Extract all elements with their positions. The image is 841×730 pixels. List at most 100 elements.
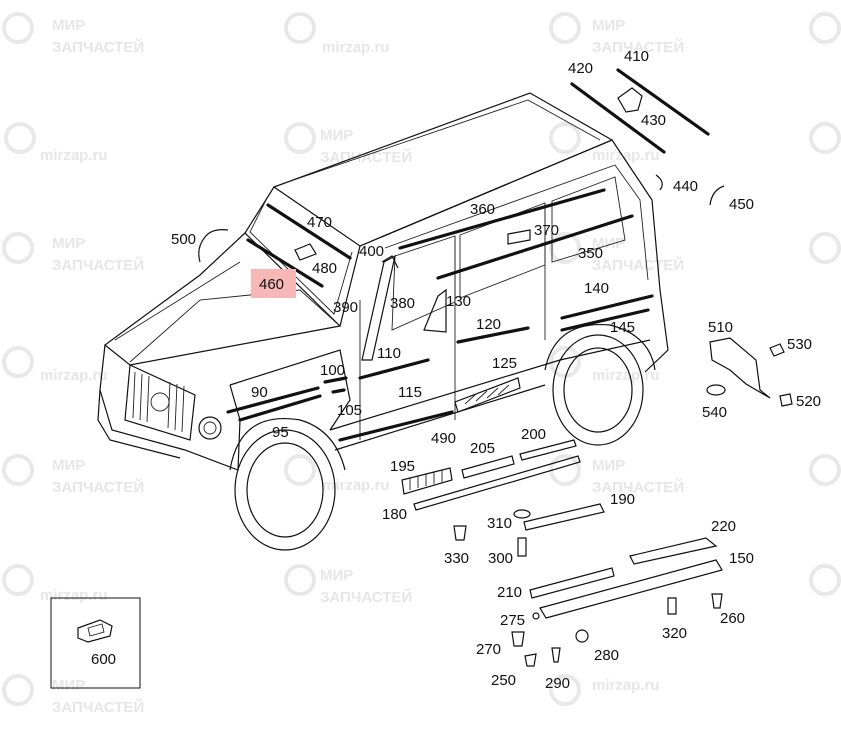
label-500[interactable]: 500 xyxy=(171,231,196,248)
part-130-cover[interactable] xyxy=(423,288,447,333)
label-145[interactable]: 145 xyxy=(610,319,635,336)
part-205-cap[interactable] xyxy=(461,455,515,479)
watermark-logo-10: mirzap.ru xyxy=(549,346,660,384)
part-100-strip[interactable] xyxy=(323,376,348,384)
label-90[interactable]: 90 xyxy=(251,384,268,401)
label-270[interactable]: 270 xyxy=(476,641,501,658)
watermark-logo-14: mirzap.ru xyxy=(2,564,108,604)
label-510[interactable]: 510 xyxy=(708,319,733,336)
label-470[interactable]: 470 xyxy=(307,214,332,231)
part-250-clip[interactable] xyxy=(524,653,537,667)
label-100[interactable]: 100 xyxy=(320,362,345,379)
label-380[interactable]: 380 xyxy=(390,295,415,312)
label-210[interactable]: 210 xyxy=(497,584,522,601)
part-600-clip[interactable] xyxy=(77,619,113,643)
part-210-bracket[interactable] xyxy=(529,567,615,599)
part-110-strip[interactable] xyxy=(358,358,430,380)
label-350[interactable]: 350 xyxy=(578,245,603,262)
part-145-strip[interactable] xyxy=(560,308,650,332)
label-220[interactable]: 220 xyxy=(711,518,736,535)
label-540[interactable]: 540 xyxy=(702,404,727,421)
label-320[interactable]: 320 xyxy=(662,625,687,642)
label-105[interactable]: 105 xyxy=(337,402,362,419)
part-400-clip[interactable] xyxy=(381,255,399,269)
part-470-strip[interactable] xyxy=(266,203,352,260)
label-150[interactable]: 150 xyxy=(729,550,754,567)
label-280[interactable]: 280 xyxy=(594,647,619,664)
part-90-strip[interactable] xyxy=(226,386,320,414)
label-190[interactable]: 190 xyxy=(610,491,635,508)
part-410-strip[interactable] xyxy=(616,68,710,136)
part-270-bolt[interactable] xyxy=(511,631,525,647)
label-250[interactable]: 250 xyxy=(491,672,516,689)
part-440-seal[interactable] xyxy=(655,174,663,191)
part-530-clip[interactable] xyxy=(769,343,785,357)
part-220-bracket[interactable] xyxy=(629,537,718,565)
label-600[interactable]: 600 xyxy=(91,651,116,668)
label-195[interactable]: 195 xyxy=(390,458,415,475)
label-130[interactable]: 130 xyxy=(446,293,471,310)
label-125[interactable]: 125 xyxy=(492,355,517,372)
label-420[interactable]: 420 xyxy=(568,60,593,77)
label-530[interactable]: 530 xyxy=(787,336,812,353)
label-520[interactable]: 520 xyxy=(796,393,821,410)
label-370[interactable]: 370 xyxy=(534,222,559,239)
part-510-bracket[interactable] xyxy=(709,337,771,399)
part-95-strip[interactable] xyxy=(238,394,322,422)
part-490-strip[interactable] xyxy=(338,410,454,442)
part-520-clip[interactable] xyxy=(779,393,793,407)
label-290[interactable]: 290 xyxy=(545,675,570,692)
part-290-clip[interactable] xyxy=(551,647,561,663)
part-360-strip[interactable] xyxy=(398,188,606,250)
label-95[interactable]: 95 xyxy=(272,424,289,441)
part-275-nut[interactable] xyxy=(532,612,540,620)
label-120[interactable]: 120 xyxy=(476,316,501,333)
part-200-cap[interactable] xyxy=(519,439,577,461)
part-450-seal[interactable] xyxy=(709,185,725,206)
label-480[interactable]: 480 xyxy=(312,260,337,277)
label-490[interactable]: 490 xyxy=(431,430,456,447)
part-430-clip[interactable] xyxy=(617,87,643,113)
label-430[interactable]: 430 xyxy=(641,112,666,129)
label-460[interactable]: 460 xyxy=(259,276,284,293)
part-180-board[interactable] xyxy=(413,455,581,511)
label-360[interactable]: 360 xyxy=(470,201,495,218)
part-320-bolt[interactable] xyxy=(667,597,677,615)
part-300-bolt[interactable] xyxy=(517,537,527,557)
part-280-nut[interactable] xyxy=(575,629,589,643)
label-310[interactable]: 310 xyxy=(487,515,512,532)
label-260[interactable]: 260 xyxy=(720,610,745,627)
part-460-strip[interactable] xyxy=(246,238,324,288)
label-300[interactable]: 300 xyxy=(488,550,513,567)
part-150-step[interactable] xyxy=(539,559,723,619)
part-500-seal[interactable] xyxy=(204,229,229,238)
part-350-strip[interactable] xyxy=(436,214,634,280)
part-120-strip[interactable] xyxy=(456,326,530,344)
part-190-bracket[interactable] xyxy=(523,503,605,531)
part-480-clip[interactable] xyxy=(294,243,317,261)
part-380-pillar[interactable] xyxy=(361,254,396,361)
part-420-strip[interactable] xyxy=(570,82,666,154)
label-410[interactable]: 410 xyxy=(624,48,649,65)
label-275[interactable]: 275 xyxy=(500,612,525,629)
part-310-washer[interactable] xyxy=(513,509,531,519)
label-400[interactable]: 400 xyxy=(359,243,384,260)
label-140[interactable]: 140 xyxy=(584,280,609,297)
part-105-clip[interactable] xyxy=(331,388,346,394)
label-115[interactable]: 115 xyxy=(398,384,422,401)
label-200[interactable]: 200 xyxy=(521,426,546,443)
part-260-clip[interactable] xyxy=(711,593,723,609)
label-390[interactable]: 390 xyxy=(333,299,358,316)
label-450[interactable]: 450 xyxy=(729,196,754,213)
part-370-clip[interactable] xyxy=(507,229,531,245)
label-110[interactable]: 110 xyxy=(377,345,401,362)
part-125-trim[interactable] xyxy=(454,377,521,413)
label-440[interactable]: 440 xyxy=(673,178,698,195)
label-330[interactable]: 330 xyxy=(444,550,469,567)
part-330-bolt[interactable] xyxy=(453,525,467,541)
headlight xyxy=(198,416,222,440)
label-205[interactable]: 205 xyxy=(470,440,495,457)
part-140-strip[interactable] xyxy=(560,294,654,320)
part-540-clip[interactable] xyxy=(706,384,726,396)
label-180[interactable]: 180 xyxy=(382,506,407,523)
